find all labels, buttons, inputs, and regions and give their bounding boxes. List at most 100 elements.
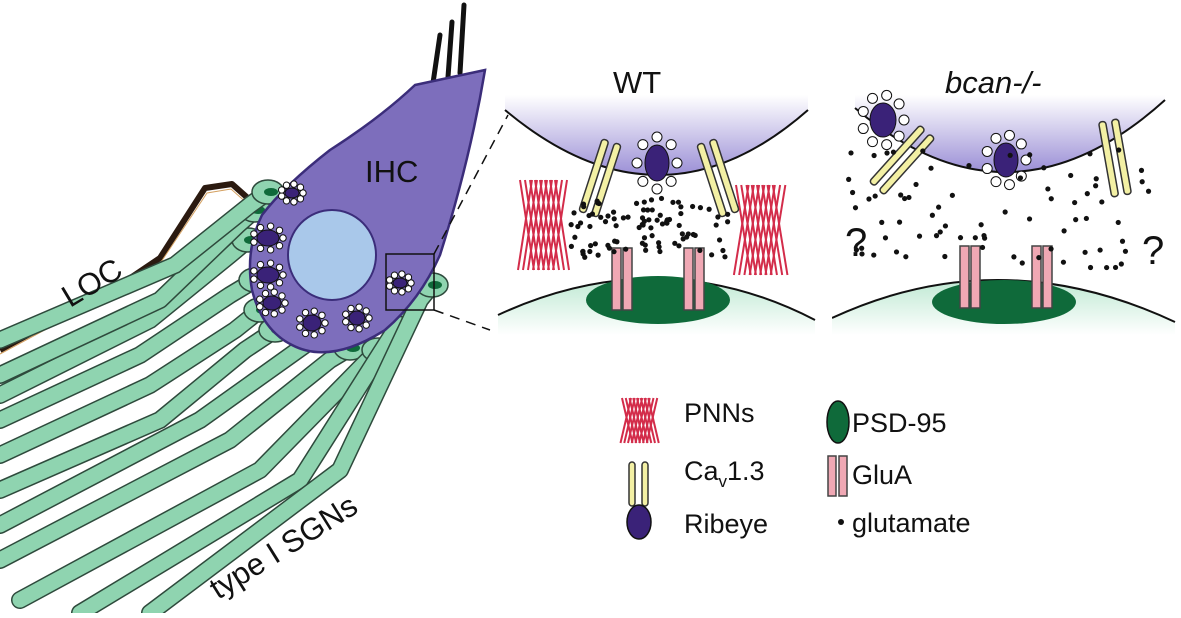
synaptic-vesicle xyxy=(981,163,993,175)
glutamate xyxy=(936,204,942,210)
glutamate xyxy=(595,252,601,258)
pnn-strand xyxy=(519,179,535,271)
glutamate xyxy=(716,237,723,243)
glutamate xyxy=(846,176,852,182)
pnn-strand xyxy=(745,184,763,276)
pnn-strand xyxy=(517,179,533,271)
glutamate xyxy=(659,221,666,227)
glutamate xyxy=(572,234,578,240)
glutamate xyxy=(670,199,676,205)
synaptic-vesicle xyxy=(279,234,287,242)
pnn-strand xyxy=(743,184,761,276)
glutamate xyxy=(1026,216,1033,222)
pnn-strand xyxy=(771,184,789,276)
synaptic-vesicle xyxy=(637,139,649,151)
legend-ribeye-icon xyxy=(626,504,652,540)
glutamate xyxy=(933,233,940,239)
legend-cav-tail: 1.3 xyxy=(727,456,765,486)
glutamate xyxy=(942,223,949,229)
glutamate xyxy=(949,192,955,198)
glutamate xyxy=(1115,219,1121,226)
glutamate xyxy=(589,211,596,217)
glutamate xyxy=(1061,228,1067,234)
glutamate xyxy=(685,231,691,237)
synaptic-vesicle xyxy=(270,288,278,296)
synaptic-vesicle xyxy=(1003,129,1015,141)
synaptic-vesicle xyxy=(256,295,264,303)
pnn-strand xyxy=(534,179,550,271)
glutamate xyxy=(1139,179,1145,185)
synaptic-vesicle xyxy=(281,299,289,307)
glua-subunit xyxy=(970,245,981,309)
legend-cav13: Cav1.3 xyxy=(684,456,765,491)
pnn-strand xyxy=(764,184,782,276)
cav-subunit xyxy=(1098,120,1119,198)
synaptic-vesicle xyxy=(665,175,677,187)
legend-psd95: PSD-95 xyxy=(852,408,947,438)
glutamate xyxy=(613,223,619,229)
glutamate xyxy=(639,215,646,221)
synaptic-vesicle xyxy=(398,288,406,296)
glutamate xyxy=(981,232,987,239)
synaptic-vesicle xyxy=(290,180,298,188)
pnn-strand xyxy=(547,179,563,271)
glutamate xyxy=(1099,199,1105,205)
synaptic-vesicle xyxy=(321,319,329,327)
synaptic-vesicle xyxy=(282,197,291,205)
synaptic-vesicle xyxy=(266,246,275,254)
pnn-strand xyxy=(539,179,555,271)
glutamate xyxy=(852,205,859,211)
pnn-mesh xyxy=(619,397,660,444)
glutamate xyxy=(577,220,584,226)
synaptic-vesicle xyxy=(256,244,265,253)
synaptic-vesicle xyxy=(279,271,287,279)
glutamate xyxy=(602,219,609,225)
synaptic-vesicle xyxy=(282,181,291,189)
glutamate xyxy=(859,245,865,251)
pnn-strand xyxy=(735,184,752,276)
glua-subunit xyxy=(694,247,705,311)
glutamate xyxy=(942,253,948,260)
glutamate xyxy=(592,241,598,247)
legend-glua: GluA xyxy=(852,460,912,490)
synaptic-vesicle xyxy=(261,308,270,317)
glua-subunit xyxy=(622,247,633,311)
glutamate xyxy=(697,205,704,211)
glutamate xyxy=(611,216,617,222)
legend-glutamate: glutamate xyxy=(852,508,971,538)
psd95-spot xyxy=(428,281,442,289)
synaptic-vesicle xyxy=(1020,154,1032,166)
synaptic-vesicle xyxy=(296,183,305,191)
glutamate xyxy=(706,206,712,212)
glutamate xyxy=(1036,254,1042,261)
glutamate xyxy=(657,248,663,255)
synaptic-vesicle xyxy=(310,331,318,339)
synaptic-vesicle xyxy=(310,307,318,315)
glutamate xyxy=(1118,261,1124,267)
glutamate xyxy=(645,207,651,213)
synaptic-vesicle xyxy=(631,157,643,169)
glutamate xyxy=(620,215,627,221)
glutamate xyxy=(1145,188,1152,194)
pnn-strand xyxy=(527,179,543,271)
glutamate xyxy=(654,217,660,223)
synaptic-vesicle xyxy=(277,192,286,200)
sgn-fiber xyxy=(0,302,268,463)
cav-subunit xyxy=(696,142,727,218)
pnn-strand xyxy=(529,179,545,271)
glutamate xyxy=(648,197,655,203)
glutamate xyxy=(649,207,655,213)
synaptic-vesicle xyxy=(301,308,310,317)
glutamate xyxy=(937,229,943,235)
ko-synapse-elements xyxy=(846,89,1152,324)
glutamate xyxy=(1083,215,1089,222)
glutamate xyxy=(588,242,594,249)
glutamate xyxy=(1082,249,1088,255)
glutamate xyxy=(625,214,631,220)
glutamate xyxy=(580,248,586,255)
cav13-channel xyxy=(696,138,740,218)
pnn-strand xyxy=(645,397,659,444)
synaptic-vesicle xyxy=(651,131,663,143)
